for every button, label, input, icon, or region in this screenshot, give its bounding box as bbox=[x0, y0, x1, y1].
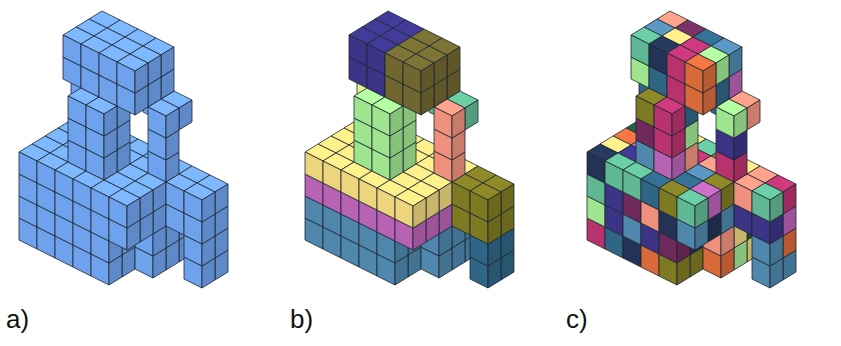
voxel-face bbox=[434, 107, 452, 138]
voxel-face bbox=[631, 35, 649, 66]
voxel-face bbox=[667, 53, 685, 84]
voxel-face bbox=[81, 44, 99, 75]
voxel-face bbox=[703, 63, 716, 93]
voxel-face bbox=[605, 161, 623, 192]
voxel-face bbox=[783, 184, 796, 214]
voxel-face bbox=[716, 55, 729, 85]
voxel-face bbox=[354, 96, 372, 127]
voxel-face bbox=[55, 170, 73, 201]
voxel-face bbox=[452, 182, 470, 213]
voxel-face bbox=[86, 105, 104, 136]
voxel-face bbox=[68, 96, 86, 127]
voxel-face bbox=[184, 191, 202, 222]
voxel-face bbox=[636, 96, 654, 127]
voxel-face bbox=[127, 198, 140, 228]
panel-label: b) bbox=[290, 306, 313, 332]
voxel-face bbox=[148, 55, 161, 85]
voxel-face bbox=[390, 106, 403, 136]
voxel-face bbox=[641, 179, 659, 210]
voxel-face bbox=[367, 44, 385, 75]
voxel-face bbox=[421, 63, 434, 93]
voxel-face bbox=[305, 152, 323, 183]
voxel-face bbox=[37, 161, 55, 192]
voxel-face bbox=[721, 182, 734, 212]
voxel-face bbox=[623, 170, 641, 201]
voxel-face bbox=[166, 182, 184, 213]
voxel-face bbox=[734, 182, 752, 213]
voxel-face bbox=[73, 179, 91, 210]
voxel-face bbox=[395, 197, 413, 228]
voxel-face bbox=[426, 190, 439, 220]
voxel-face bbox=[659, 188, 677, 219]
panel-label: a) bbox=[6, 306, 29, 332]
voxel-face bbox=[488, 192, 501, 222]
voxel-face bbox=[649, 44, 667, 75]
voxel-face bbox=[323, 161, 341, 192]
voxel-face bbox=[439, 182, 452, 212]
voxel-face bbox=[501, 184, 514, 214]
voxel-face bbox=[654, 105, 672, 136]
voxel-face bbox=[104, 106, 117, 136]
voxel-face bbox=[752, 191, 770, 222]
voxel-face bbox=[63, 35, 81, 66]
voxel-face bbox=[91, 188, 109, 219]
voxel-face bbox=[452, 108, 465, 138]
voxel-face bbox=[716, 107, 734, 138]
voxel-model-segmented bbox=[305, 11, 514, 288]
voxel-face bbox=[215, 184, 228, 214]
voxel-face bbox=[99, 53, 117, 84]
voxel-face bbox=[385, 53, 403, 84]
voxel-model-per-voxel bbox=[587, 11, 796, 288]
voxel-face bbox=[413, 198, 426, 228]
voxel-face bbox=[447, 47, 460, 77]
voxel-face bbox=[135, 63, 148, 93]
voxel-face bbox=[434, 55, 447, 85]
voxel-face bbox=[470, 191, 488, 222]
voxel-face bbox=[587, 152, 605, 183]
voxel-face bbox=[19, 152, 37, 183]
voxel-face bbox=[695, 198, 708, 228]
voxel-face bbox=[372, 105, 390, 136]
voxel-face bbox=[677, 197, 695, 228]
voxel-face bbox=[341, 170, 359, 201]
voxel-face bbox=[672, 106, 685, 136]
voxel-face bbox=[708, 190, 721, 220]
panel-label: c) bbox=[566, 306, 588, 332]
voxel-face bbox=[179, 100, 192, 130]
voxel-face bbox=[166, 108, 179, 138]
voxel-face bbox=[747, 100, 760, 130]
voxel-face bbox=[770, 192, 783, 222]
voxel-face bbox=[349, 35, 367, 66]
voxel-face bbox=[359, 179, 377, 210]
voxel-face bbox=[377, 188, 395, 219]
voxel-face bbox=[153, 182, 166, 212]
voxel-face bbox=[202, 192, 215, 222]
voxel-face bbox=[140, 190, 153, 220]
voxel-face bbox=[685, 62, 703, 93]
voxel-face bbox=[465, 100, 478, 130]
voxel-face bbox=[734, 108, 747, 138]
voxel-face bbox=[117, 62, 135, 93]
voxel-face bbox=[161, 47, 174, 77]
voxel-face bbox=[109, 197, 127, 228]
voxel-model-uniform bbox=[19, 11, 228, 288]
voxel-face bbox=[148, 107, 166, 138]
voxel-face bbox=[729, 47, 742, 77]
voxel-face bbox=[403, 62, 421, 93]
